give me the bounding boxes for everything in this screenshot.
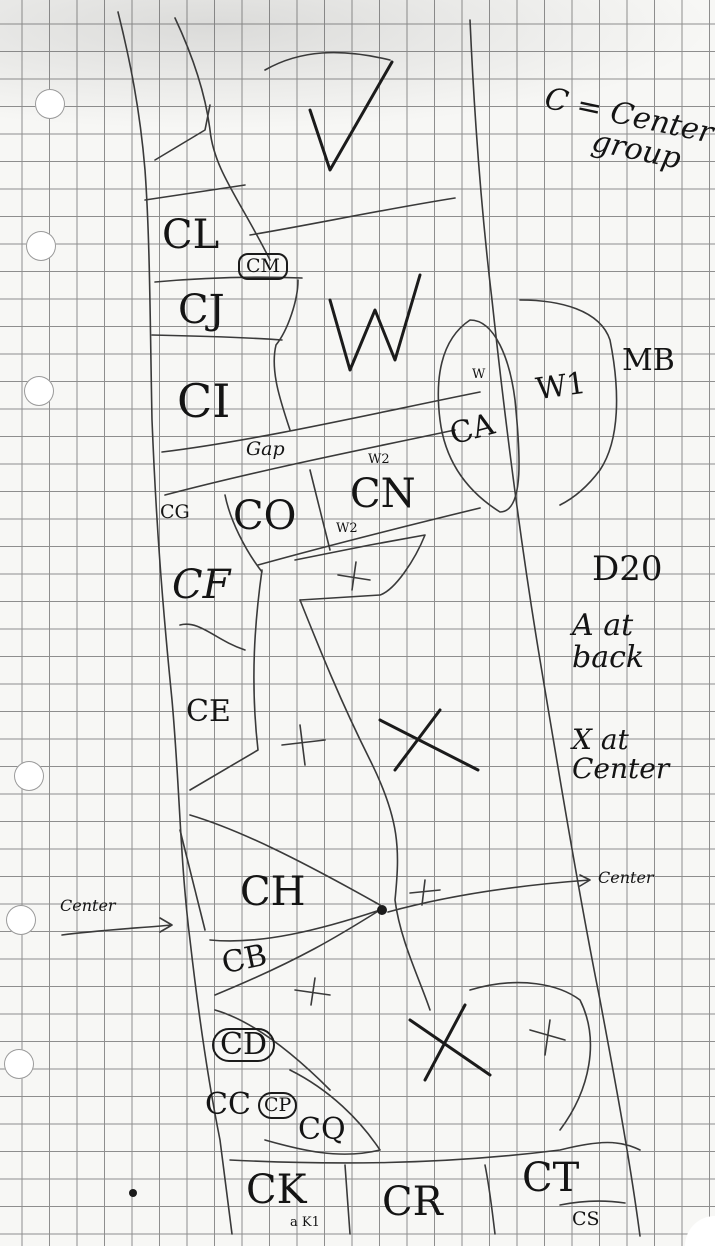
cn-left-line	[310, 470, 330, 550]
region-label-cr: CR	[382, 1182, 443, 1222]
a-at-back-note: A at back	[572, 610, 644, 673]
region-label-co: CO	[233, 496, 296, 536]
center-arrow-label-right: Center	[598, 870, 654, 887]
w-top-line	[250, 198, 455, 235]
center-arrow-left	[62, 918, 172, 935]
a-at-back-line-1: A at	[572, 610, 644, 642]
region-label-w1: W1	[534, 369, 588, 406]
region-label-ct: CT	[522, 1158, 579, 1198]
region-label-cg: CG	[160, 503, 190, 522]
region-label-cc: CC	[205, 1090, 251, 1120]
x-at-center-line-2: Center	[572, 754, 669, 783]
region-label-cd: CD	[212, 1028, 275, 1062]
a-at-back-line-2: back	[572, 642, 644, 674]
cj-right-line	[274, 280, 298, 430]
cj-bottom-line	[152, 335, 282, 340]
region-label-cp: CP	[258, 1092, 297, 1119]
small-plus-mark	[530, 1020, 565, 1055]
region-label-cn-w-top: W2	[368, 453, 390, 466]
top-left-notch	[155, 105, 210, 160]
small-plus-mark	[295, 978, 330, 1005]
region-label-cq: CQ	[298, 1115, 346, 1145]
region-label-cj: CJ	[178, 290, 225, 330]
big-x-mark	[380, 710, 478, 770]
region-label-ci: CI	[177, 378, 230, 424]
region-label-ck-sub: a K1	[290, 1216, 320, 1229]
small-plus-mark	[338, 562, 370, 590]
cf-bottom-line	[180, 624, 245, 650]
ct-cs-divider	[560, 1201, 625, 1205]
region-label-ce: CE	[186, 697, 231, 727]
big-x-mark	[410, 1005, 490, 1080]
pencil-dot	[129, 1189, 137, 1197]
cl-top-line	[145, 185, 245, 200]
region-label-cn: CN	[350, 474, 416, 514]
region-label-cb: CB	[219, 941, 269, 980]
letter-w-mark	[330, 275, 420, 370]
ck-cr-divider	[345, 1165, 350, 1234]
gap-label: Gap	[246, 440, 285, 459]
region-label-ch: CH	[240, 872, 306, 912]
d20-note: D20	[592, 552, 663, 588]
center-point	[377, 905, 387, 915]
region-label-cs: CS	[572, 1210, 600, 1229]
right-lower-curve	[470, 983, 590, 1130]
x-at-center-line-1: X at	[572, 725, 669, 754]
center-arrow-right	[388, 875, 590, 912]
region-label-cm: CM	[238, 253, 288, 280]
region-label-w-small: W	[472, 368, 485, 381]
small-plus-mark	[282, 725, 325, 765]
region-label-cf: CF	[172, 565, 230, 605]
v-region-top	[265, 53, 390, 70]
x-box-outline	[295, 535, 425, 600]
letter-v-mark	[310, 62, 392, 170]
region-label-cl: CL	[162, 215, 219, 255]
cr-ct-divider	[485, 1165, 495, 1234]
center-arrow-label-left: Center	[60, 898, 116, 915]
region-label-cn-w-bottom: W2	[336, 522, 358, 535]
x-at-center-note: X at Center	[572, 725, 669, 784]
mb-note: MB	[622, 345, 675, 377]
region-label-ck: CK	[246, 1170, 307, 1210]
center-meander	[300, 600, 430, 1010]
